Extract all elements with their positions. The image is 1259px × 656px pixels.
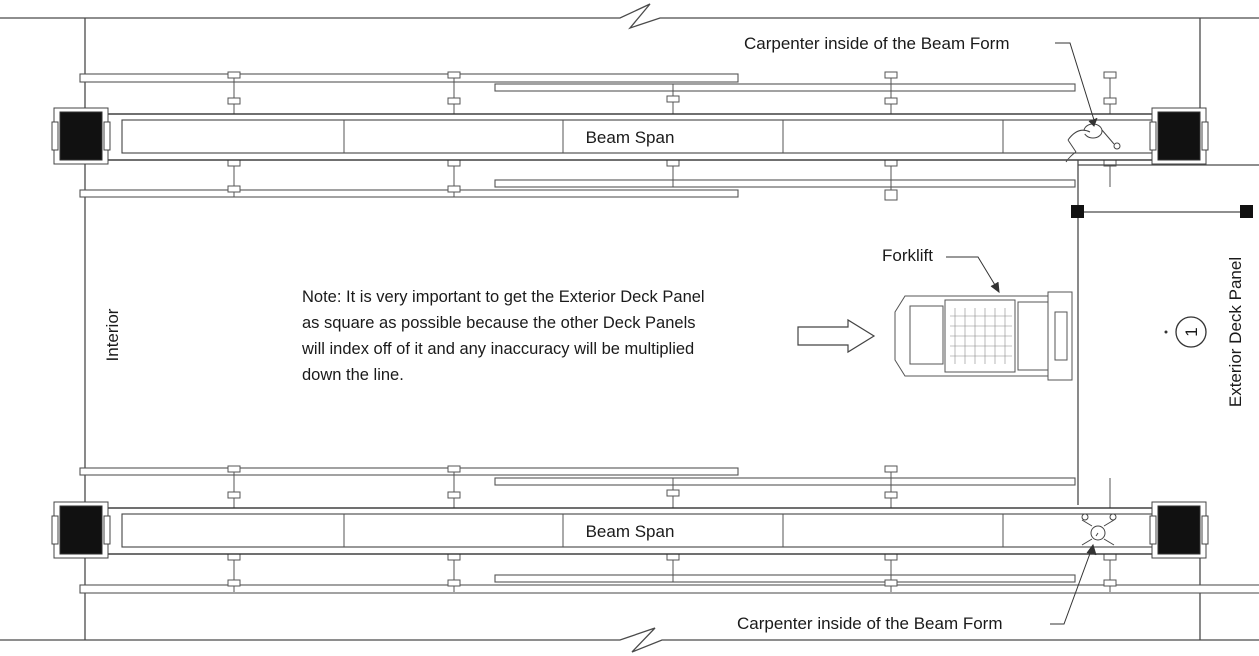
carpenter-figure-bottom — [1081, 513, 1117, 546]
forklift-label: Forklift — [882, 246, 933, 265]
beam-span-label-top: Beam Span — [586, 128, 675, 147]
column-post-bottom-right — [1149, 501, 1209, 559]
bottom-carpenter-label: Carpenter inside of the Beam Form — [737, 614, 1003, 633]
note-line-3: will index off of it and any inaccuracy … — [301, 340, 694, 358]
note-line-1: Note: It is very important to get the Ex… — [302, 288, 705, 306]
direction-arrow — [797, 318, 876, 354]
top-carpenter-label: Carpenter inside of the Beam Form — [744, 34, 1010, 53]
exterior-deck-panel-label: Exterior Deck Panel — [1226, 257, 1245, 407]
column-post-top-left — [51, 107, 111, 165]
top-beam-assembly — [51, 71, 1209, 201]
note-line-2: as square as possible because the other … — [302, 314, 696, 332]
panel-number-label: 1 — [1182, 327, 1201, 336]
panel-number-circle — [1175, 316, 1207, 348]
note-line-4: down the line. — [302, 366, 404, 384]
column-post-top-right — [1149, 107, 1209, 165]
forklift-drawing — [894, 291, 1073, 381]
bottom-beam-assembly — [51, 465, 1259, 594]
interior-label: Interior — [103, 308, 122, 361]
beam-span-label-bottom: Beam Span — [586, 522, 675, 541]
column-post-bottom-left — [51, 501, 111, 559]
exterior-deck-panel — [1071, 160, 1259, 505]
leader-lines — [946, 42, 1098, 625]
